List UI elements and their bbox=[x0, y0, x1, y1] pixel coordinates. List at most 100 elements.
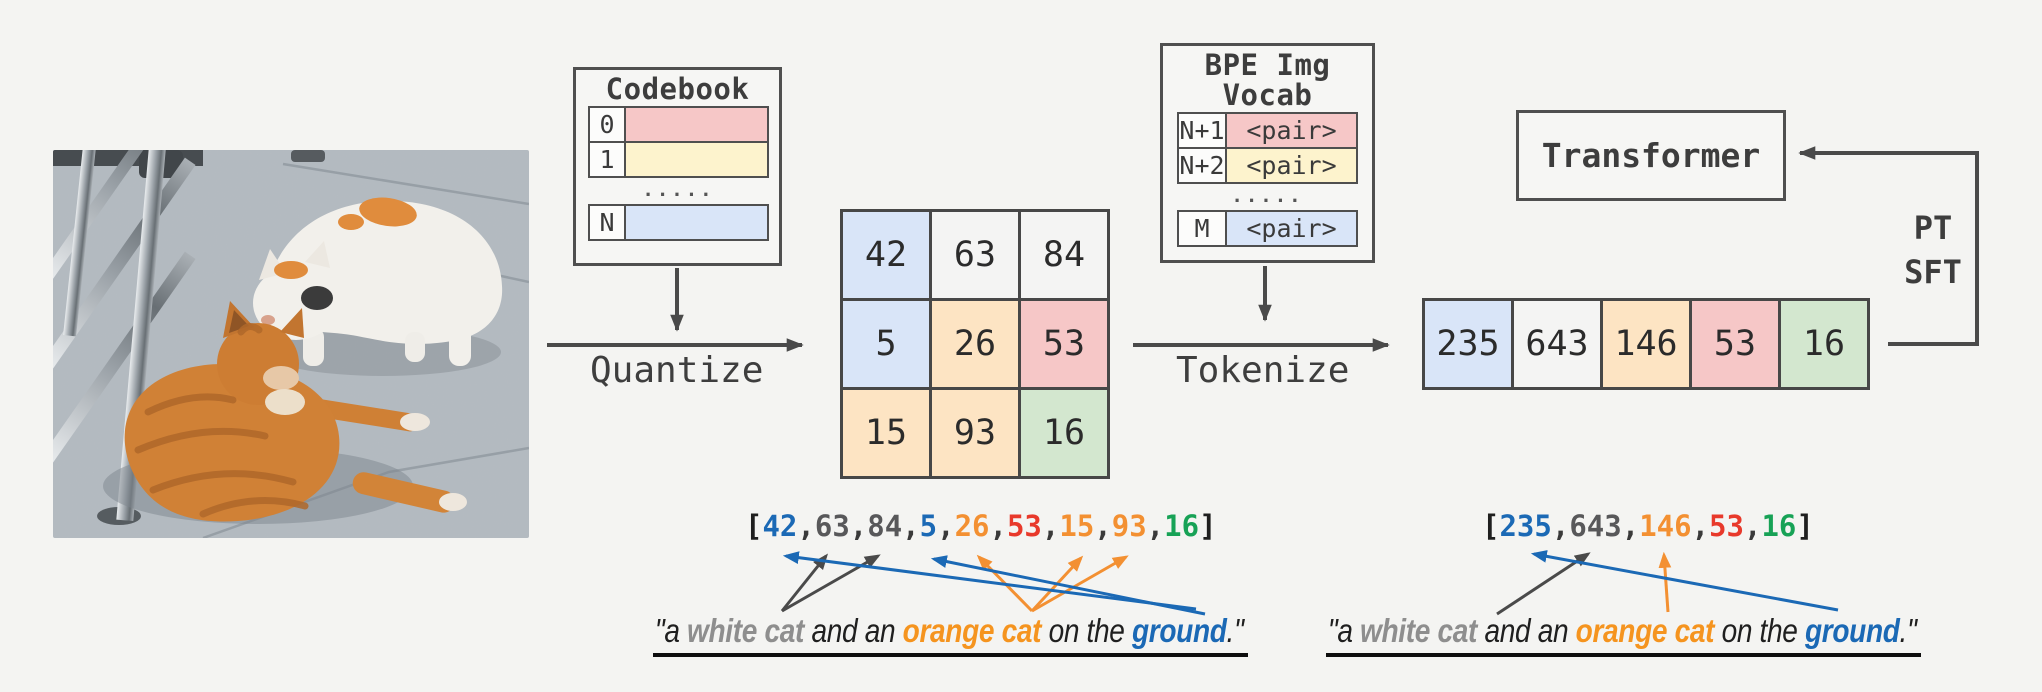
pretrain-label: PT bbox=[1913, 209, 1953, 247]
vocab-row-index: M bbox=[1179, 212, 1227, 245]
token-id: 15 bbox=[1059, 509, 1095, 543]
cats-photo-art bbox=[53, 150, 529, 538]
ellipsis: ..... bbox=[1231, 185, 1304, 207]
token-id: 16 bbox=[1761, 509, 1797, 543]
comma: , bbox=[902, 509, 920, 543]
token-cell: 16 bbox=[1021, 390, 1107, 476]
token-id: 84 bbox=[867, 509, 903, 543]
bpe-rows: N+1<pair>N+2<pair>.....M<pair> bbox=[1177, 112, 1358, 247]
token-cell: 63 bbox=[932, 212, 1018, 298]
token-id: 16 bbox=[1164, 509, 1200, 543]
bracket: ] bbox=[1796, 509, 1814, 543]
vocab-row-entry bbox=[626, 108, 767, 141]
caption-segment-plain: on the bbox=[1714, 612, 1805, 649]
token-cell: 26 bbox=[932, 301, 1018, 387]
vocab-row: 0 bbox=[588, 106, 769, 143]
cats-photo bbox=[53, 150, 529, 538]
token-id: 63 bbox=[814, 509, 850, 543]
vocab-row-entry: <pair> bbox=[1227, 149, 1356, 182]
transformer-label: Transformer bbox=[1541, 136, 1761, 175]
orange-cat-to-26-arrow bbox=[976, 554, 1034, 613]
vocab-row-entry bbox=[626, 206, 767, 239]
comma: , bbox=[1094, 509, 1112, 543]
token-cell: 235 bbox=[1425, 301, 1511, 387]
token-cell: 84 bbox=[1021, 212, 1107, 298]
vocab-row-index: N bbox=[590, 206, 626, 239]
comma: , bbox=[849, 509, 868, 543]
vocab-row-entry: <pair> bbox=[1227, 114, 1356, 147]
token-cell: 146 bbox=[1603, 301, 1689, 387]
vocab-row: N+1<pair> bbox=[1177, 112, 1358, 149]
bracket: ] bbox=[1199, 509, 1217, 543]
caption-segment-plain: ." bbox=[1899, 612, 1917, 649]
sft-label: SFT bbox=[1904, 253, 1962, 291]
caption-segment-orange: orange cat bbox=[902, 612, 1042, 649]
vocab-row-index: N+1 bbox=[1179, 114, 1227, 147]
orange-cat-to-93-arrow bbox=[1031, 555, 1129, 613]
bracket: [ bbox=[1482, 509, 1500, 543]
vocab-row: 1 bbox=[588, 141, 769, 178]
caption-segment-plain: "a bbox=[1327, 612, 1361, 649]
bpe-title-line1: BPE Img bbox=[1204, 48, 1331, 82]
caption-segment-plain: and an bbox=[1477, 612, 1576, 649]
transformer-box: Transformer bbox=[1516, 110, 1786, 201]
token-array-before-bpe: [42,63,84,5,26,53,15,93,16] bbox=[745, 509, 1217, 543]
ground-to-42-arrow bbox=[782, 551, 1197, 611]
vocab-row-entry bbox=[626, 143, 767, 176]
token-id: 42 bbox=[762, 509, 798, 543]
vocab-row-index: N+2 bbox=[1179, 149, 1227, 182]
comma: , bbox=[1041, 509, 1060, 543]
orange-cat-to-15-arrow bbox=[1030, 555, 1084, 613]
token-cell: 643 bbox=[1514, 301, 1600, 387]
caption-segment-plain: on the bbox=[1041, 612, 1132, 649]
token-id: 93 bbox=[1111, 509, 1147, 543]
caption-left: "a white cat and an orange cat on the gr… bbox=[653, 612, 1248, 657]
comma: , bbox=[1621, 509, 1640, 543]
comma: , bbox=[1551, 509, 1570, 543]
token-cell: 42 bbox=[843, 212, 929, 298]
comma: , bbox=[1743, 509, 1762, 543]
comma: , bbox=[989, 509, 1007, 543]
token-id: 146 bbox=[1639, 509, 1692, 543]
ellipsis: ..... bbox=[642, 179, 715, 201]
token-cell: 5 bbox=[843, 301, 929, 387]
token-id: 235 bbox=[1499, 509, 1552, 543]
vocab-row-index: 1 bbox=[590, 143, 626, 176]
token-cell: 15 bbox=[843, 390, 929, 476]
caption-segment-gray: white cat bbox=[1360, 612, 1478, 649]
quantize-label: Quantize bbox=[590, 350, 764, 391]
comma: , bbox=[797, 509, 815, 543]
caption-segment-blue: ground bbox=[1804, 612, 1900, 649]
orange-cat-to-146-arrow bbox=[1658, 551, 1672, 613]
token-id: 53 bbox=[1006, 509, 1042, 543]
white-cat-to-84-arrow bbox=[781, 554, 881, 613]
token-id: 26 bbox=[954, 509, 990, 543]
tokenize-label: Tokenize bbox=[1176, 350, 1350, 391]
vocab-row-index: 0 bbox=[590, 108, 626, 141]
white-cat-to-63-arrow bbox=[780, 553, 828, 612]
token-array-after-bpe: [235,643,146,53,16] bbox=[1482, 509, 1814, 543]
caption-segment-gray: white cat bbox=[687, 612, 805, 649]
caption-segment-plain: "a bbox=[654, 612, 688, 649]
token-id: 643 bbox=[1569, 509, 1622, 543]
comma: , bbox=[1691, 509, 1710, 543]
caption-segment-plain: ." bbox=[1226, 612, 1244, 649]
token-cell: 93 bbox=[932, 390, 1018, 476]
caption-segment-orange: orange cat bbox=[1575, 612, 1715, 649]
white-cat-to-643-arrow bbox=[1496, 552, 1591, 616]
comma: , bbox=[1146, 509, 1165, 543]
caption-segment-blue: ground bbox=[1131, 612, 1227, 649]
ground-to-5-arrow bbox=[930, 555, 1206, 616]
bpe-title-line2: Vocab bbox=[1222, 78, 1313, 113]
vocab-row: M<pair> bbox=[1177, 210, 1358, 247]
token-cell: 53 bbox=[1021, 301, 1107, 387]
vocab-row-entry: <pair> bbox=[1227, 212, 1356, 245]
ground-to-235-arrow bbox=[1530, 550, 1839, 612]
caption-segment-plain: and an bbox=[804, 612, 903, 649]
codebook-title: Codebook bbox=[605, 72, 750, 106]
token-id: 53 bbox=[1709, 509, 1744, 543]
bpe-vocab-box: BPE Img Vocab N+1<pair>N+2<pair>.....M<p… bbox=[1160, 43, 1375, 263]
